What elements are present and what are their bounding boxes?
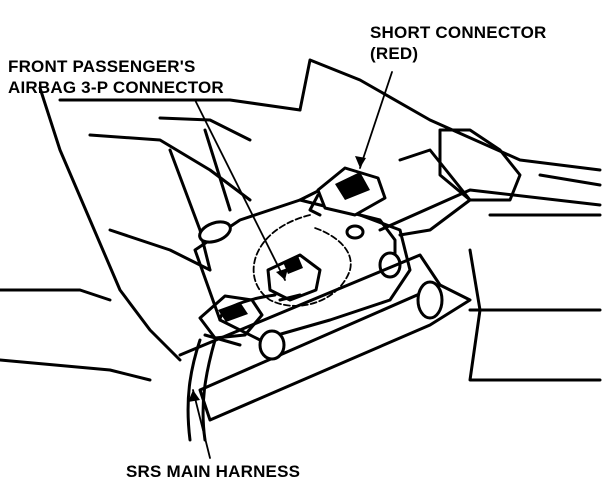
short-connector xyxy=(308,166,387,217)
passenger-connector-label-line1: FRONT PASSENGER'S xyxy=(8,57,196,76)
mounting-bracket xyxy=(193,188,412,342)
support-rail xyxy=(178,253,472,422)
passenger-connector-label-line2: AIRBAG 3-P CONNECTOR xyxy=(8,78,224,97)
short-connector-label-line2: (RED) xyxy=(370,44,419,63)
harness-connector xyxy=(198,294,264,347)
callout-arrows xyxy=(188,71,393,459)
srs-main-harness xyxy=(186,338,217,442)
passenger-connector-label: FRONT PASSENGER'S AIRBAG 3-P CONNECTOR xyxy=(8,56,224,98)
dashboard-body xyxy=(0,58,602,382)
main-harness-label: SRS MAIN HARNESS xyxy=(126,462,301,481)
wire-loop xyxy=(252,214,352,307)
short-connector-label-line1: SHORT CONNECTOR xyxy=(370,23,547,42)
short-connector-label: SHORT CONNECTOR (RED) xyxy=(370,22,546,64)
